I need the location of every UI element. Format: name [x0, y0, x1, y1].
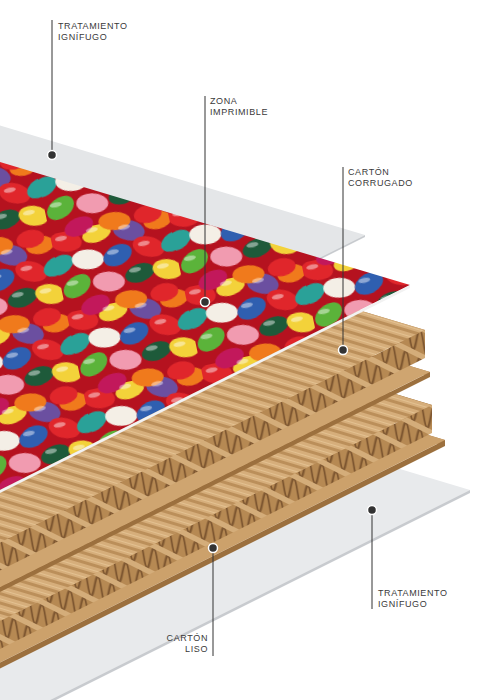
part-label: CARTÓN CORRUGADO [348, 167, 413, 189]
part-label: CARTÓN LISO [167, 633, 208, 655]
part-label: TRATAMIENTO IGNÍFUGO [58, 21, 128, 43]
part-label: ZONA IMPRIMIBLE [210, 96, 268, 118]
part-label: TRATAMIENTO IGNÍFUGO [378, 588, 448, 610]
